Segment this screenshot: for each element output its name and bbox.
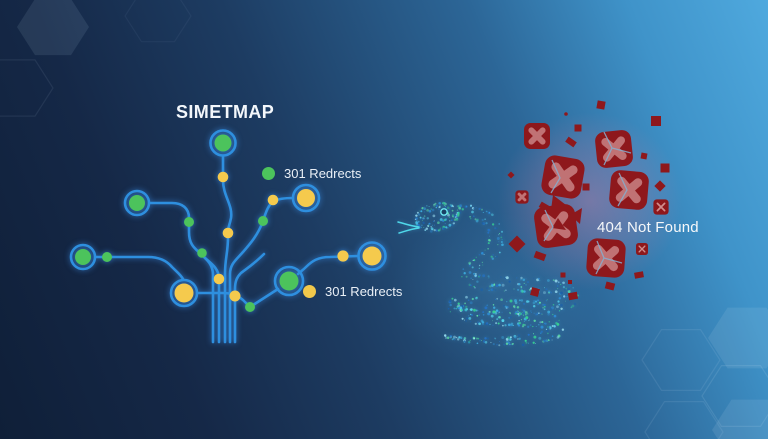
crack-lines <box>543 131 632 275</box>
hexagon-icon <box>644 401 724 439</box>
snake-tongue-icon <box>397 221 420 234</box>
error-404-label: 404 Not Found <box>597 219 699 236</box>
hexagon-icon <box>701 365 768 427</box>
tree-branches <box>94 154 360 344</box>
hexagon-icon <box>0 59 54 117</box>
legend-green-label: 301 Redrects <box>284 166 362 181</box>
debris-fragments <box>507 100 670 301</box>
page-title: SIMETMAP <box>176 102 275 122</box>
hexagon-icon <box>641 329 721 391</box>
legend-301-yellow: 301 Redrects <box>303 284 402 299</box>
x-box-icon <box>524 123 550 149</box>
green-dot-icon <box>262 167 275 180</box>
legend-yellow-label: 301 Redrects <box>325 284 403 299</box>
x-box-icon <box>652 198 670 216</box>
tree-nodes-yellow <box>174 171 382 303</box>
hexagon-icon <box>17 0 89 56</box>
snake-particles <box>443 204 579 347</box>
x-box-icon <box>586 238 627 279</box>
hexagon-icon <box>124 0 192 43</box>
snake-head <box>397 201 460 234</box>
x-box-icon <box>540 154 586 200</box>
snake-eye-icon <box>440 208 448 216</box>
tree-node-rings <box>69 129 387 308</box>
x-box-icon <box>608 169 649 210</box>
hexagon-icon <box>708 307 768 369</box>
x-box-icon <box>594 129 634 169</box>
tree-nodes-green <box>75 134 299 312</box>
hexagon-icon <box>712 399 768 439</box>
yellow-dot-icon <box>303 285 316 298</box>
x-box-icon <box>533 203 580 250</box>
x-box-icon <box>635 242 649 256</box>
legend-301-green: 301 Redrects <box>262 166 361 181</box>
broken-x-boxes <box>513 123 670 279</box>
x-box-icon <box>513 188 531 206</box>
pink-glow <box>462 78 718 324</box>
